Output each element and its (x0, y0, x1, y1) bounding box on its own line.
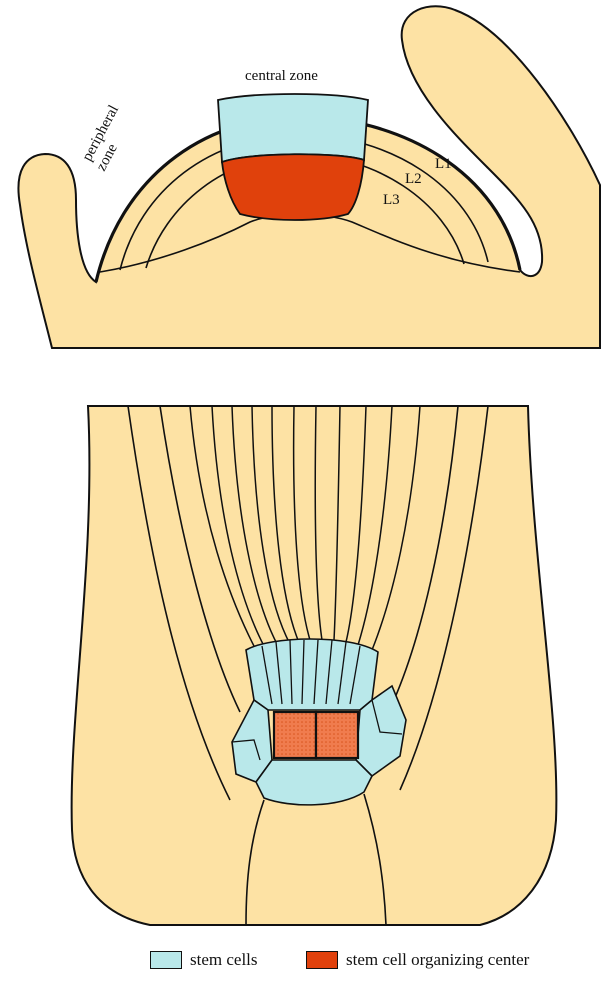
layer-label-l2: L2 (405, 171, 422, 187)
root-organizing-center-right (316, 712, 358, 758)
central-zone-label: central zone (245, 68, 318, 84)
shoot-stem-cells (218, 94, 368, 162)
shoot-organizing-center (222, 154, 364, 220)
stem-cells-swatch (150, 951, 182, 969)
legend-label-organizing-center: stem cell organizing center (346, 950, 529, 970)
layer-label-l1: L1 (435, 156, 452, 172)
root-apical-meristem (72, 406, 557, 925)
legend-item-stem-cells: stem cells (150, 950, 258, 970)
root-stem-cells-fan (246, 639, 378, 710)
layer-label-l3: L3 (383, 192, 400, 208)
organizing-center-swatch (306, 951, 338, 969)
legend-label-stem-cells: stem cells (190, 950, 258, 970)
legend: stem cells stem cell organizing center (0, 940, 603, 980)
root-organizing-center-left (274, 712, 316, 758)
shoot-apical-meristem: central zone peripheral zone L1 L2 L3 (18, 6, 600, 348)
legend-item-organizing-center: stem cell organizing center (306, 950, 529, 970)
